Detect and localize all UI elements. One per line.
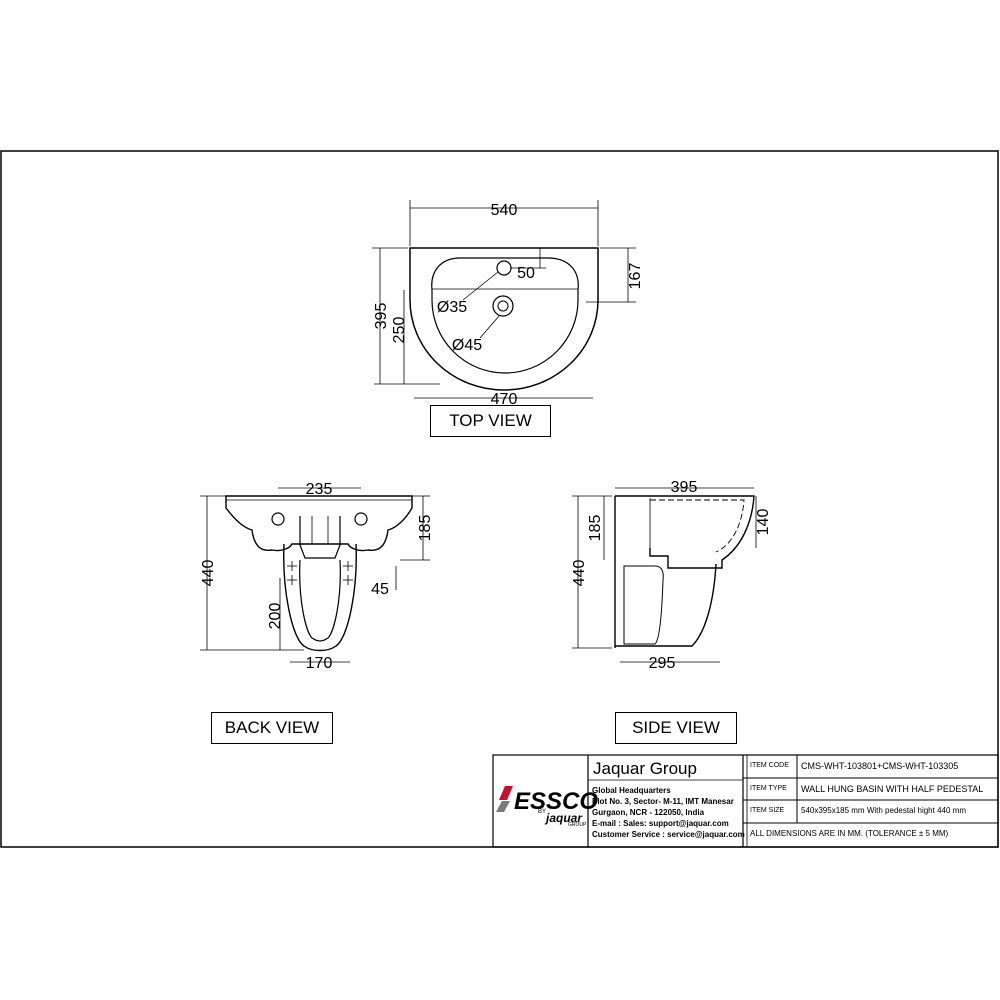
fixing-marks <box>287 561 353 585</box>
dim-tap-hole: Ø35 <box>437 299 467 316</box>
dim-200: 200 <box>267 603 284 630</box>
logo-text: ESSCO <box>514 788 598 815</box>
pedestal-outer <box>283 543 357 652</box>
logo-group: GROUP <box>568 822 587 828</box>
bracket-hole-right <box>354 512 368 526</box>
item-type-label: ITEM TYPE <box>750 785 787 792</box>
dim-170: 170 <box>306 655 333 672</box>
top-view-label: TOP VIEW <box>430 405 551 437</box>
title-block-grid <box>492 754 999 848</box>
drain-hole <box>492 295 514 317</box>
dim-185-back: 185 <box>417 515 434 542</box>
basin-back-profile <box>225 495 413 552</box>
tap-leader <box>462 271 499 301</box>
address-line: Plot No. 3, Sector- M-11, IMT Manesar <box>592 797 734 806</box>
basin-hidden-line <box>650 499 745 553</box>
back-view-drawing: 235 440 185 45 200 170 <box>200 481 434 672</box>
dim-395: 395 <box>373 303 390 330</box>
dim-440-back: 440 <box>200 560 217 587</box>
bracket-hole-left <box>271 512 285 526</box>
basin-outline <box>409 247 599 391</box>
dim-440-side: 440 <box>571 560 588 587</box>
dim-45: 45 <box>371 581 389 598</box>
address-line: Customer Service : service@jaquar.com <box>592 830 745 839</box>
side-view-drawing: 395 440 185 140 295 <box>571 479 772 672</box>
dim-167: 167 <box>627 263 644 290</box>
drain-inner <box>497 300 509 312</box>
pedestal-cavity <box>623 565 664 645</box>
dim-50: 50 <box>517 265 535 282</box>
dim-235: 235 <box>306 481 333 498</box>
top-view-drawing: 540 50 Ø35 Ø45 470 395 250 167 <box>372 200 644 408</box>
essco-logo-icon: ESSCO BY jaquar GROUP <box>496 786 598 828</box>
side-view-label: SIDE VIEW <box>615 712 737 744</box>
pedestal-inner <box>299 559 341 642</box>
dim-470: 470 <box>491 391 518 408</box>
dim-540: 540 <box>491 202 518 219</box>
dimensions-note: ALL DIMENSIONS ARE IN MM. (TOLERANCE ± 5… <box>750 829 949 838</box>
pedestal-side-profile <box>615 563 717 647</box>
waste-recess <box>299 516 341 559</box>
item-size-label: ITEM SIZE <box>750 807 785 814</box>
logo-by: BY <box>538 809 546 815</box>
address-line: E-mail : Sales: support@jaquar.com <box>592 819 729 828</box>
item-code-label: ITEM CODE <box>750 762 789 769</box>
back-view-label: BACK VIEW <box>211 712 333 744</box>
dim-395-side: 395 <box>671 479 698 496</box>
item-type-value: WALL HUNG BASIN WITH HALF PEDESTAL <box>801 784 984 794</box>
dim-185-side: 185 <box>587 515 604 542</box>
drain-leader <box>479 315 500 339</box>
logo-jaquar: jaquar <box>544 811 583 825</box>
item-size-value: 540x395x185 mm With pedestal hight 440 m… <box>801 806 966 815</box>
address-line: Global Headquarters <box>592 786 671 795</box>
address-line: Gurgaon, NCR - 122050, India <box>592 808 705 817</box>
company-name: Jaquar Group <box>593 759 697 778</box>
bowl-outline <box>431 257 579 374</box>
drawing-frame <box>0 150 999 848</box>
basin-side-profile <box>615 495 755 569</box>
dim-295: 295 <box>649 655 676 672</box>
item-code-value: CMS-WHT-103801+CMS-WHT-103305 <box>801 761 959 771</box>
tap-hole <box>496 260 512 276</box>
dim-250: 250 <box>391 317 408 344</box>
dim-drain-hole: Ø45 <box>452 337 482 354</box>
dim-140: 140 <box>755 509 772 536</box>
